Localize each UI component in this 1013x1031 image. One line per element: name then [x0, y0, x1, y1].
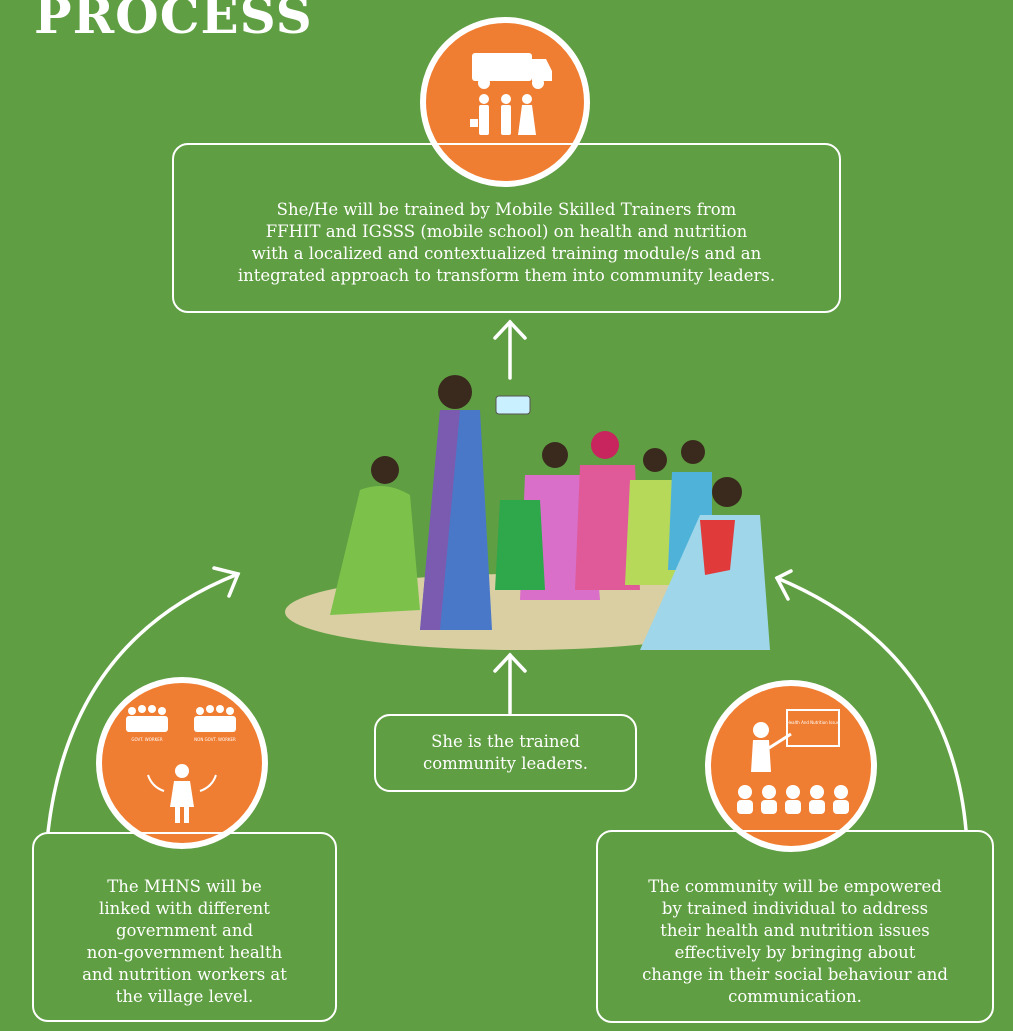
circle-badge-left: GOVT. WORKER NON GOVT. WORKER [96, 677, 268, 849]
box-text-line: FFHIT and IGSSS (mobile school) on healt… [265, 222, 748, 241]
box-text-line: change in their social behaviour and [642, 964, 948, 984]
box-text-line: integrated approach to transform them in… [237, 266, 776, 285]
circle-badge-right: Health And Nutrition Issue [705, 680, 877, 852]
box-text-line: The community will be empowered [648, 876, 942, 896]
trained-leader-box: She is the trained community leaders. [374, 714, 637, 792]
box-text-line: by trained individual to address [661, 898, 929, 918]
government-workers-linkage-icon: GOVT. WORKER NON GOVT. WORKER [126, 705, 236, 823]
box-text-line: and nutrition workers at [82, 965, 287, 984]
box-text-line: linked with different [99, 899, 270, 918]
empowerment-step-box: The community will be empowered by train… [596, 830, 994, 1023]
page-title: PROCESS [34, 0, 313, 45]
box-text-line: The MHNS will be [107, 877, 262, 896]
linkage-step-box: The MHNS will be linked with different g… [32, 832, 337, 1022]
box-text-line: government and [115, 921, 254, 940]
box-text-line: non-government health [86, 943, 283, 962]
box-text-line: with a localized and contextualized trai… [251, 244, 762, 263]
non-govt-worker-label: NON GOVT. WORKER [194, 737, 236, 742]
board-label: Health And Nutrition Issue [787, 720, 840, 725]
van-and-trainers-icon [470, 53, 552, 135]
box-text-line: She is the trained [431, 732, 580, 751]
arc-arrow-right-icon [774, 569, 968, 832]
box-text-line: community leaders. [423, 754, 588, 773]
circle-badge-top [420, 17, 590, 187]
box-text-line: effectively by bringing about [674, 942, 916, 962]
box-text-line: She/He will be trained by Mobile Skilled… [276, 200, 737, 219]
box-text-line: the village level. [115, 987, 254, 1006]
box-text-line: their health and nutrition issues [660, 920, 930, 940]
arc-arrow-left-icon [46, 566, 241, 834]
box-text-line: communication. [728, 986, 862, 1006]
arrow-up-top-icon [493, 319, 527, 380]
govt-worker-label: GOVT. WORKER [131, 737, 162, 742]
arrow-up-center-icon [493, 652, 527, 715]
presenter-board-icon: Health And Nutrition Issue [737, 709, 849, 814]
training-step-box: She/He will be trained by Mobile Skilled… [172, 143, 841, 313]
